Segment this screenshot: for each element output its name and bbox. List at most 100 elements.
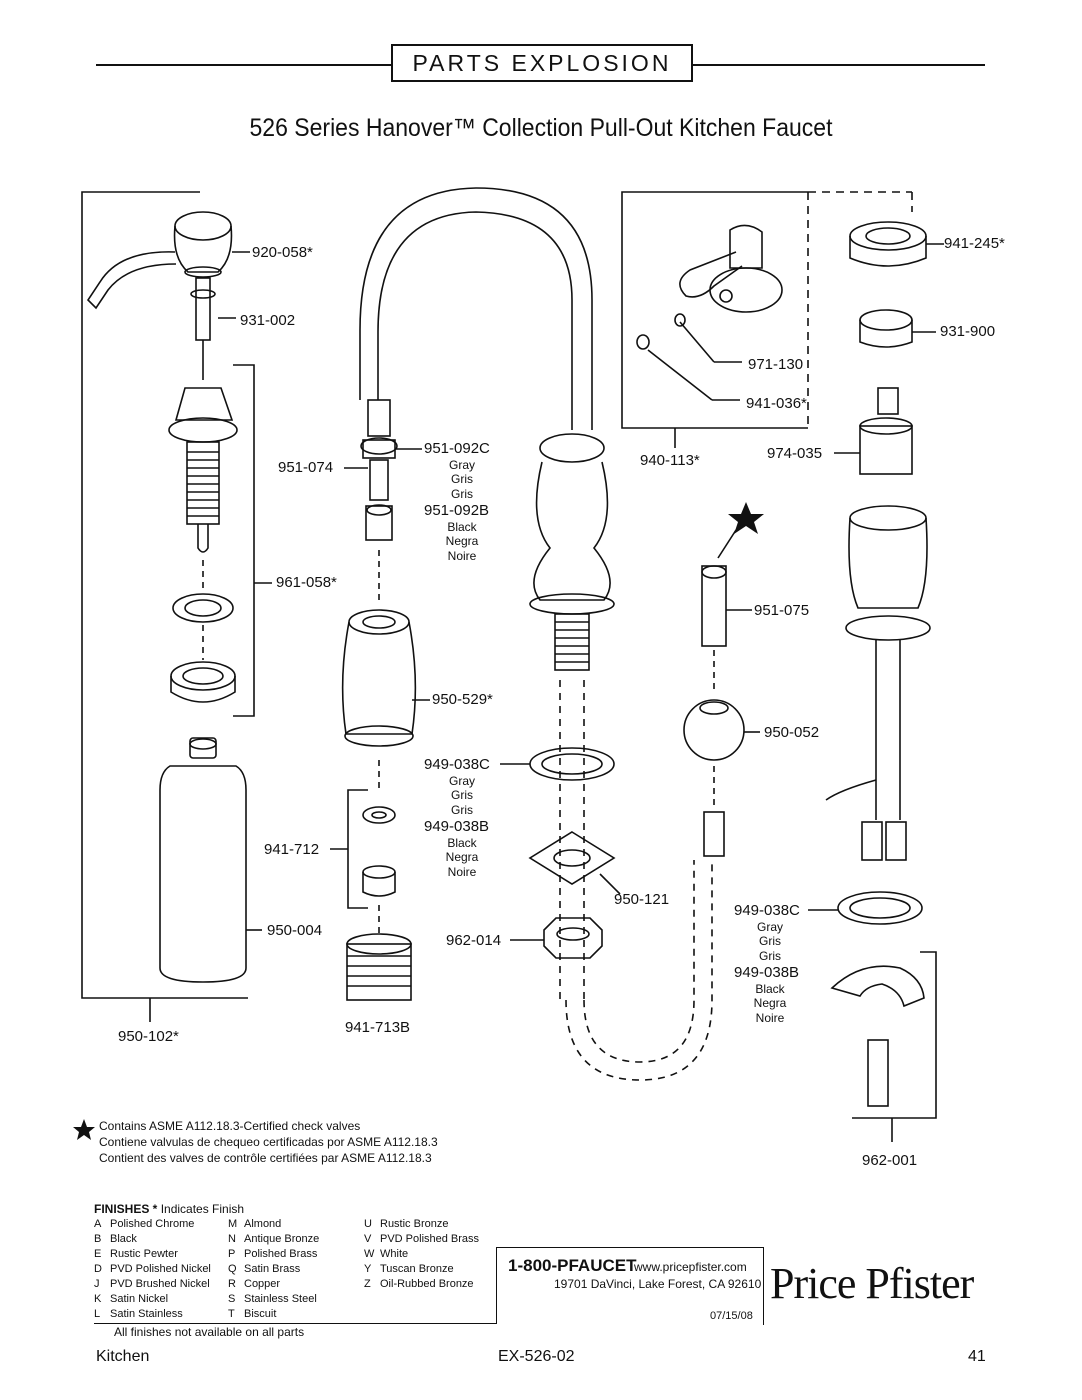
label-950-121: 950-121 <box>614 891 670 908</box>
finish-name: Almond <box>244 1218 282 1230</box>
label-962-014: 962-014 <box>446 932 502 949</box>
label-949-038c-b: 949-038C <box>734 902 800 919</box>
finish-code: M <box>228 1218 238 1230</box>
label-941-713b: 941-713B <box>345 1019 411 1036</box>
soap-stem <box>190 277 236 380</box>
hose-loop <box>565 860 713 1081</box>
color-gray-2: Gray <box>448 774 475 788</box>
finish-name: Polished Chrome <box>110 1218 195 1230</box>
finish-code: Q <box>228 1263 237 1275</box>
label-941-245: 941-245* <box>944 235 1005 252</box>
label-949-038b-a: 949-038B <box>424 818 490 835</box>
color-negra-3: Negra <box>753 996 787 1010</box>
finish-name: White <box>380 1248 409 1260</box>
soap-body <box>168 387 238 590</box>
color-gris-3a: Gris <box>759 934 781 948</box>
finish-code: N <box>228 1233 236 1245</box>
mounting-nut <box>510 917 603 959</box>
lever-handle <box>679 224 783 313</box>
footer-page-number: 41 <box>968 1348 986 1365</box>
finishes-heading-note: Indicates Finish <box>160 1202 245 1216</box>
website: www.pricepfister.com <box>634 1260 747 1274</box>
finish-name: Copper <box>244 1278 281 1290</box>
finishes-heading: FINISHES * Indicates Finish <box>94 1202 245 1216</box>
label-951-092c: 951-092C <box>424 440 490 457</box>
label-961-058: 961-058* <box>276 574 337 591</box>
finish-code: U <box>364 1218 372 1230</box>
bracket-961-058 <box>233 364 255 717</box>
faucet-spout <box>344 187 593 600</box>
finish-name: Antique Bronze <box>244 1233 320 1245</box>
finish-code: Z <box>364 1278 371 1290</box>
soap-nut <box>170 661 236 703</box>
label-931-900: 931-900 <box>940 323 996 340</box>
finish-code: V <box>364 1233 372 1245</box>
cartridge-974-035 <box>834 387 913 475</box>
finish-name: Oil-Rubbed Bronze <box>380 1278 474 1290</box>
label-950-529: 950-529* <box>432 691 493 708</box>
finish-code: E <box>94 1248 102 1260</box>
finishes-title: FINISHES <box>94 1202 150 1216</box>
color-gris-1a: Gris <box>451 472 473 486</box>
ring-931-900 <box>859 309 936 348</box>
footer-doc-number: EX-526-02 <box>498 1348 575 1365</box>
label-971-130: 971-130 <box>748 356 804 373</box>
finish-name: PVD Brushed Nickel <box>110 1278 210 1290</box>
color-gris-3b: Gris <box>759 949 781 963</box>
color-noire-3: Noire <box>755 1011 785 1025</box>
finish-name: Black <box>110 1233 137 1245</box>
color-gris-1b: Gris <box>451 487 473 501</box>
finish-code: D <box>94 1263 102 1275</box>
contact-box-left <box>496 1247 497 1324</box>
finish-code: J <box>94 1278 100 1290</box>
finish-item: Z Oil-Rubbed Bronze <box>364 1277 479 1292</box>
finish-code: L <box>94 1308 101 1320</box>
color-noire-1: Noire <box>447 549 477 563</box>
finish-item: R Copper <box>228 1277 319 1292</box>
finish-code: S <box>228 1293 236 1305</box>
valve-body <box>825 505 931 861</box>
spray-head <box>341 609 430 747</box>
finish-name: Satin Stainless <box>110 1308 183 1320</box>
finish-name: Tuscan Bronze <box>380 1263 454 1275</box>
finish-item: N Antique Bronze <box>228 1232 319 1247</box>
bracket-941-712 <box>347 789 368 909</box>
color-black-1: Black <box>447 520 477 534</box>
finish-code: A <box>94 1218 102 1230</box>
label-920-058: 920-058* <box>252 244 313 261</box>
label-940-113: 940-113* <box>640 452 700 469</box>
soap-pump-head <box>86 211 250 310</box>
aerator-941-713b <box>346 933 412 1001</box>
star-icon <box>728 502 764 534</box>
soap-bottle <box>159 737 262 983</box>
label-950-052: 950-052 <box>764 724 820 741</box>
footer-category: Kitchen <box>96 1348 150 1365</box>
note-line-en: Contains ASME A112.18.3-Certified check … <box>99 1119 361 1133</box>
contact-box <box>496 1247 764 1325</box>
color-black-3: Black <box>755 982 785 996</box>
phone-number: 1-800-PFAUCET <box>508 1256 637 1275</box>
color-gris-2b: Gris <box>451 803 473 817</box>
finish-code: T <box>228 1308 235 1320</box>
finish-name: Biscuit <box>244 1308 277 1320</box>
finish-code: R <box>228 1278 236 1290</box>
check-valve-951-075 <box>701 529 752 690</box>
finish-code: W <box>364 1248 375 1260</box>
label-931-002: 931-002 <box>240 312 296 329</box>
half-washer <box>830 965 925 1008</box>
print-date: 07/15/08 <box>710 1310 753 1322</box>
page-title: 526 Series Hanover™ Collection Pull-Out … <box>249 114 833 142</box>
finish-item: W White <box>364 1247 479 1262</box>
finish-name: Satin Brass <box>244 1263 301 1275</box>
note-line-fr: Contient des valves de contrôle certifié… <box>99 1151 432 1165</box>
finish-name: Satin Nickel <box>110 1293 169 1305</box>
